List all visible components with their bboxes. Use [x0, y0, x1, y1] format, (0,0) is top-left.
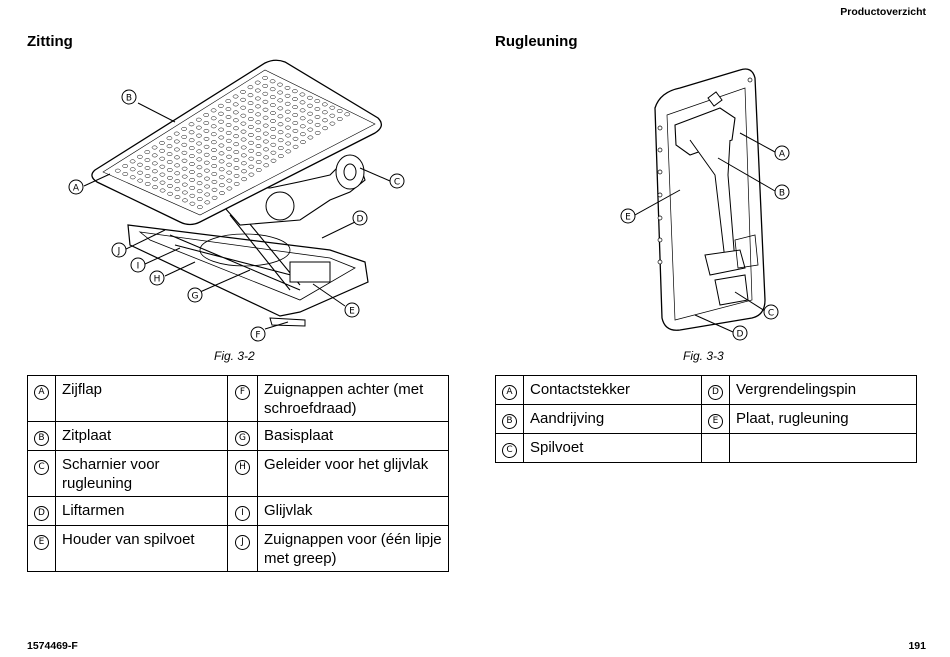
seat-legend-table: A Zijflap F Zuignappen achter (met schro… [27, 375, 449, 572]
section-title-backrest: Rugleuning [495, 33, 578, 50]
legend-letter: J [235, 535, 250, 550]
table-row: E Houder van spilvoet J Zuignappen voor … [27, 525, 449, 572]
legend-letter: B [34, 431, 49, 446]
callout-g: G [187, 287, 203, 303]
legend-text: Spilvoet [523, 433, 702, 463]
table-row: D Liftarmen I Glijvlak [27, 496, 449, 526]
svg-text:A: A [73, 184, 80, 194]
table-row: C Spilvoet [495, 433, 917, 463]
legend-letter: E [708, 414, 723, 429]
running-header: Productoverzicht [840, 6, 926, 18]
svg-text:B: B [126, 94, 132, 104]
table-row: C Scharnier voor rugleuning H Geleider v… [27, 450, 449, 497]
legend-text: Scharnier voor rugleuning [55, 450, 228, 497]
svg-text:H: H [154, 275, 161, 285]
callout-a-backrest: A [774, 145, 790, 161]
legend-text: Liftarmen [55, 496, 228, 526]
legend-text: Glijvlak [257, 496, 449, 526]
callout-c: C [389, 173, 405, 189]
legend-letter: C [502, 443, 517, 458]
callout-e-backrest: E [620, 208, 636, 224]
legend-text: Aandrijving [523, 404, 702, 434]
table-row: A Contactstekker D Vergrendelingspin [495, 375, 917, 405]
callout-f: F [250, 326, 266, 342]
legend-letter: G [235, 431, 250, 446]
legend-text: Houder van spilvoet [55, 525, 228, 572]
legend-letter: A [502, 385, 517, 400]
figure-caption-backrest: Fig. 3-3 [683, 349, 724, 363]
callout-h: H [149, 270, 165, 286]
callout-a: A [68, 179, 84, 195]
svg-text:E: E [349, 307, 355, 317]
svg-text:F: F [255, 331, 260, 341]
legend-letter: B [502, 414, 517, 429]
svg-text:C: C [768, 309, 774, 319]
svg-text:B: B [779, 189, 785, 199]
svg-text:G: G [192, 292, 199, 302]
legend-letter: H [235, 460, 250, 475]
table-row: A Zijflap F Zuignappen achter (met schro… [27, 375, 449, 422]
backrest-illustration: A B E C D [620, 68, 790, 341]
page-number: 191 [908, 640, 926, 652]
legend-text: Geleider voor het glijvlak [257, 450, 449, 497]
legend-text: Zuignappen achter (met schroefdraad) [257, 375, 449, 422]
legend-text: Zijflap [55, 375, 228, 422]
table-row: B Zitplaat G Basisplaat [27, 421, 449, 451]
legend-letter: A [34, 385, 49, 400]
svg-text:E: E [625, 213, 631, 223]
legend-letter: I [235, 506, 250, 521]
callout-d: D [352, 210, 368, 226]
backrest-legend-table: A Contactstekker D Vergrendelingspin B A… [495, 375, 917, 463]
table-row: B Aandrijving E Plaat, rugleuning [495, 404, 917, 434]
legend-letter: E [34, 535, 49, 550]
legend-text: Vergrendelingspin [729, 375, 917, 405]
legend-text: Zuignappen voor (één lipje met greep) [257, 525, 449, 572]
svg-text:D: D [357, 215, 364, 225]
callout-d-backrest: D [732, 325, 748, 341]
callout-b-backrest: B [774, 184, 790, 200]
svg-text:I: I [137, 262, 140, 272]
empty-cell [729, 433, 917, 463]
legend-text: Contactstekker [523, 375, 702, 405]
legend-text: Plaat, rugleuning [729, 404, 917, 434]
document-number: 1574469-F [27, 640, 78, 652]
empty-cell [701, 433, 730, 463]
legend-letter: D [34, 506, 49, 521]
callout-b: B [121, 89, 137, 105]
legend-letter: F [235, 385, 250, 400]
section-title-seat: Zitting [27, 33, 73, 50]
callout-i: I [130, 257, 146, 273]
callout-j: J [111, 242, 127, 258]
legend-text: Basisplaat [257, 421, 449, 451]
svg-text:C: C [394, 178, 400, 188]
seat-illustration: B A C D J I H G E F [68, 59, 405, 342]
svg-text:A: A [779, 150, 786, 160]
svg-text:D: D [737, 330, 744, 340]
figure-caption-seat: Fig. 3-2 [214, 349, 255, 363]
legend-text: Zitplaat [55, 421, 228, 451]
callout-c-backrest: C [763, 304, 779, 320]
legend-letter: C [34, 460, 49, 475]
legend-letter: D [708, 385, 723, 400]
svg-text:J: J [117, 247, 121, 257]
callout-e: E [344, 302, 360, 318]
